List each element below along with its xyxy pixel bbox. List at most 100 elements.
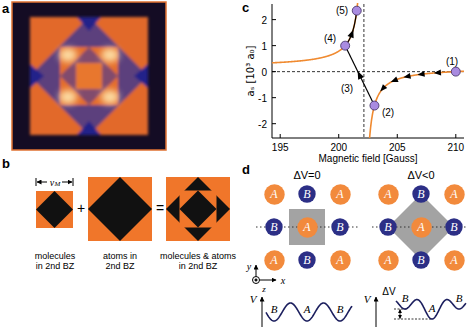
coordinate-axes xyxy=(255,279,257,281)
potential-axis xyxy=(376,297,377,327)
ramp-path xyxy=(380,84,387,91)
ramp-path xyxy=(345,46,374,106)
ramp-point xyxy=(341,41,350,50)
absorption-image xyxy=(77,121,101,135)
axis-tick xyxy=(272,19,276,20)
absorption-image xyxy=(30,17,148,135)
scattering-length-curve xyxy=(272,3,362,63)
site-letter: B xyxy=(450,221,457,233)
tick-label: 2 xyxy=(261,14,267,25)
ramp-path xyxy=(391,77,399,82)
step-number: (3) xyxy=(341,83,353,94)
ramp-path xyxy=(358,71,364,80)
site-a: A xyxy=(264,184,285,205)
operator-sign: = xyxy=(156,201,164,216)
site-b: B xyxy=(379,218,397,236)
brillouin-zone-sketch xyxy=(36,191,73,228)
plot-axes xyxy=(272,4,464,138)
width-arrow xyxy=(37,182,47,183)
site-label: B xyxy=(271,303,278,315)
site-letter: A xyxy=(384,188,391,200)
axis-tick xyxy=(272,20,456,138)
potential-axis-label: V xyxy=(250,293,257,305)
operator-sign: + xyxy=(77,201,85,216)
width-arrow xyxy=(36,178,73,186)
width-arrow xyxy=(73,178,74,186)
site-circle xyxy=(330,250,350,270)
potential-axis xyxy=(262,297,376,327)
axis-tick xyxy=(272,123,276,124)
site-a: A xyxy=(264,250,285,271)
brillouin-zone-sketch xyxy=(180,191,217,228)
coordinate-axes xyxy=(253,277,260,284)
site-circle xyxy=(444,250,464,270)
site-circle xyxy=(264,250,284,270)
site-a: A xyxy=(330,184,351,205)
absorption-image xyxy=(77,17,101,31)
axis-title: Magnetic field [Gauss] xyxy=(319,153,418,164)
unit-cell xyxy=(289,209,325,245)
tick-label: 1 xyxy=(261,40,267,51)
plot-axes xyxy=(363,4,364,138)
brillouin-zone-sketch xyxy=(180,191,217,228)
site-label: A xyxy=(304,303,311,315)
site-letter: A xyxy=(417,221,424,233)
axis-tick xyxy=(455,134,456,138)
panel-label: b xyxy=(2,157,10,171)
site-letter: B xyxy=(384,221,391,233)
axis-tick xyxy=(272,71,276,72)
width-arrow xyxy=(36,178,37,186)
width-arrow xyxy=(62,182,72,183)
absorption-image xyxy=(101,90,119,104)
absorption-image xyxy=(59,48,77,62)
site-circle xyxy=(264,184,284,204)
tick-label: 210 xyxy=(447,142,464,153)
scattering-length-curve xyxy=(272,3,464,138)
absorption-image xyxy=(12,2,166,150)
site-letter: A xyxy=(303,221,310,233)
site-letter: B xyxy=(303,188,310,200)
ramp-point xyxy=(370,101,379,110)
ramp-path xyxy=(345,11,441,106)
site-letter: A xyxy=(336,188,343,200)
offset-label: ΔV xyxy=(382,286,395,297)
tick-label: -2 xyxy=(258,118,267,129)
site-circle xyxy=(265,218,282,235)
site-letter: B xyxy=(417,254,424,266)
site-circle xyxy=(330,184,350,204)
absorption-image xyxy=(101,48,119,62)
panel-label: c xyxy=(242,1,249,15)
site-a: A xyxy=(444,250,465,271)
site-circle xyxy=(298,185,315,202)
absorption-image xyxy=(12,2,166,150)
axis-tick xyxy=(280,134,281,138)
width-subscript: M xyxy=(55,181,61,189)
site-circle xyxy=(298,251,315,268)
brillouin-zone-sketch xyxy=(88,177,152,241)
caption-text: molecules & atoms in 2nd BZ xyxy=(157,252,240,272)
tick-label: 205 xyxy=(389,142,406,153)
axis-tick xyxy=(272,97,276,98)
axis-tick xyxy=(397,134,398,138)
tick-label: 0 xyxy=(261,66,267,77)
absorption-image xyxy=(12,2,166,150)
site-circle xyxy=(411,217,431,237)
axis-name: x xyxy=(281,275,285,286)
site-letter: B xyxy=(270,221,277,233)
site-a: A xyxy=(378,184,399,205)
plot-axes xyxy=(272,71,464,72)
site-circle xyxy=(331,218,348,235)
site-b: B xyxy=(298,185,316,203)
caption-text: atoms in 2nd BZ xyxy=(100,252,140,272)
width-symbol: v xyxy=(50,177,54,188)
site-letter: A xyxy=(450,254,457,266)
panel-label: d xyxy=(242,163,250,177)
site-letter: A xyxy=(450,188,457,200)
absorption-image xyxy=(134,64,148,88)
site-circle xyxy=(378,184,398,204)
lattice-axis-line xyxy=(256,227,466,228)
ramp-path xyxy=(403,73,411,79)
offset-marker xyxy=(394,319,432,320)
site-b: B xyxy=(298,251,316,269)
